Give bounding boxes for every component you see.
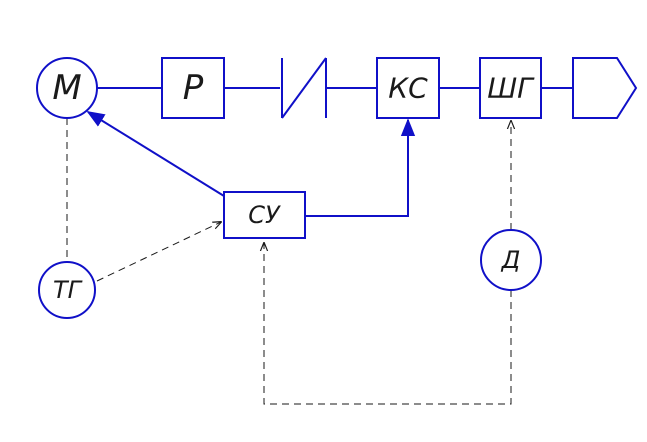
clutch-box: [376, 57, 440, 119]
tachogenerator-circle: [38, 261, 96, 319]
reducer-label: P: [183, 68, 204, 108]
reducer-box: [161, 57, 225, 119]
control-to-clutch-arrow: [305, 118, 416, 217]
reducer-block: P: [161, 57, 225, 119]
clutch-block: КС: [376, 57, 440, 119]
tacho-to-control-dashed-arrow: [96, 222, 221, 282]
screw-gear-box: [479, 57, 542, 119]
coupling-symbol: [281, 57, 327, 119]
screw-gear-label: ШГ: [487, 72, 535, 105]
motor-circle: [36, 57, 98, 119]
sensor-label: Д: [501, 246, 521, 274]
output-element: [572, 57, 638, 119]
sensor-to-control-dashed-arrow: [264, 243, 512, 405]
sensor-block: Д: [480, 229, 542, 291]
motor-label: M: [52, 68, 81, 108]
clutch-label: КС: [388, 72, 428, 105]
motor-block: M: [36, 57, 98, 119]
control-unit-block: СУ: [223, 191, 306, 239]
tachogenerator-block: ТГ: [38, 261, 96, 319]
tachogenerator-label: ТГ: [53, 276, 83, 304]
control-to-motor-arrow: [86, 111, 225, 197]
screw-gear-block: ШГ: [479, 57, 542, 119]
control-unit-label: СУ: [248, 201, 281, 229]
control-unit-box: [223, 191, 306, 239]
sensor-circle: [480, 229, 542, 291]
